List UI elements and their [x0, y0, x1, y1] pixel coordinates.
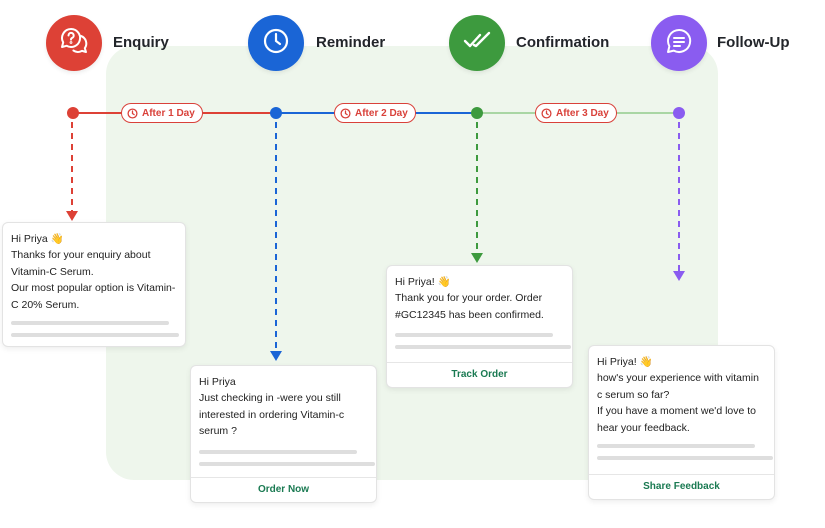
placeholder-line: [199, 461, 375, 466]
stage-confirmation-badge: [449, 15, 505, 71]
message-greeting: Hi Priya 👋: [11, 233, 64, 245]
clock-icon: [340, 107, 351, 119]
reminder-message-card: Hi Priya Just checking in -were you stil…: [190, 365, 377, 503]
followup-arrowhead: [673, 271, 685, 281]
placeholder-line: [395, 345, 571, 350]
placeholder-line: [11, 321, 169, 326]
stage-enquiry-badge: [46, 15, 102, 71]
delay-badge-2: After 2 Day: [334, 103, 416, 123]
message-greeting: Hi Priya! 👋: [395, 276, 451, 288]
message-line: Just checking in -were you still interes…: [199, 392, 345, 438]
chat-question-icon: [58, 25, 90, 62]
enquiry-message-card: Hi Priya 👋 Thanks for your enquiry about…: [2, 222, 186, 347]
stage-confirmation-label: Confirmation: [516, 34, 610, 51]
stage-reminder-label: Reminder: [316, 34, 386, 51]
confirmation-arrowhead: [471, 253, 483, 263]
message-greeting: Hi Priya! 👋: [597, 356, 653, 368]
enquiry-arrowhead: [66, 211, 78, 221]
order-now-button[interactable]: Order Now: [191, 477, 376, 502]
reminder-arrowhead: [270, 351, 282, 361]
delay-label-2: After 2 Day: [355, 107, 408, 119]
placeholder-line: [597, 444, 755, 449]
clock-icon: [541, 107, 552, 119]
message-line: how's your experience with vitamin c ser…: [597, 372, 759, 401]
message-line: Our most popular option is Vitamin-C 20%…: [11, 282, 176, 311]
message-line: Thank you for your order. Order #GC12345…: [395, 292, 544, 321]
enquiry-node: [67, 107, 79, 119]
double-check-icon: [462, 26, 492, 61]
track-order-button[interactable]: Track Order: [387, 362, 572, 387]
delay-badge-3: After 3 Day: [535, 103, 617, 123]
delay-label-1: After 1 Day: [142, 107, 195, 119]
stage-followup-badge: [651, 15, 707, 71]
chat-lines-icon: [664, 26, 694, 61]
share-feedback-button[interactable]: Share Feedback: [589, 474, 774, 499]
stage-enquiry-label: Enquiry: [113, 34, 169, 51]
message-line: If you have a moment we'd love to hear y…: [597, 405, 757, 434]
message-greeting: Hi Priya: [199, 376, 236, 388]
confirmation-node: [471, 107, 483, 119]
reminder-node: [270, 107, 282, 119]
clock-icon: [127, 107, 138, 119]
confirmation-message-card: Hi Priya! 👋 Thank you for your order. Or…: [386, 265, 573, 388]
placeholder-line: [11, 333, 179, 338]
clock-icon: [261, 26, 291, 61]
placeholder-line: [395, 333, 553, 338]
delay-badge-1: After 1 Day: [121, 103, 203, 123]
message-line: Thanks for your enquiry about Vitamin-C …: [11, 249, 151, 278]
stage-reminder-badge: [248, 15, 304, 71]
stage-followup-label: Follow-Up: [717, 34, 790, 51]
followup-message-card: Hi Priya! 👋 how's your experience with v…: [588, 345, 775, 500]
followup-node: [673, 107, 685, 119]
placeholder-line: [199, 449, 357, 454]
delay-label-3: After 3 Day: [556, 107, 609, 119]
placeholder-line: [597, 456, 773, 461]
